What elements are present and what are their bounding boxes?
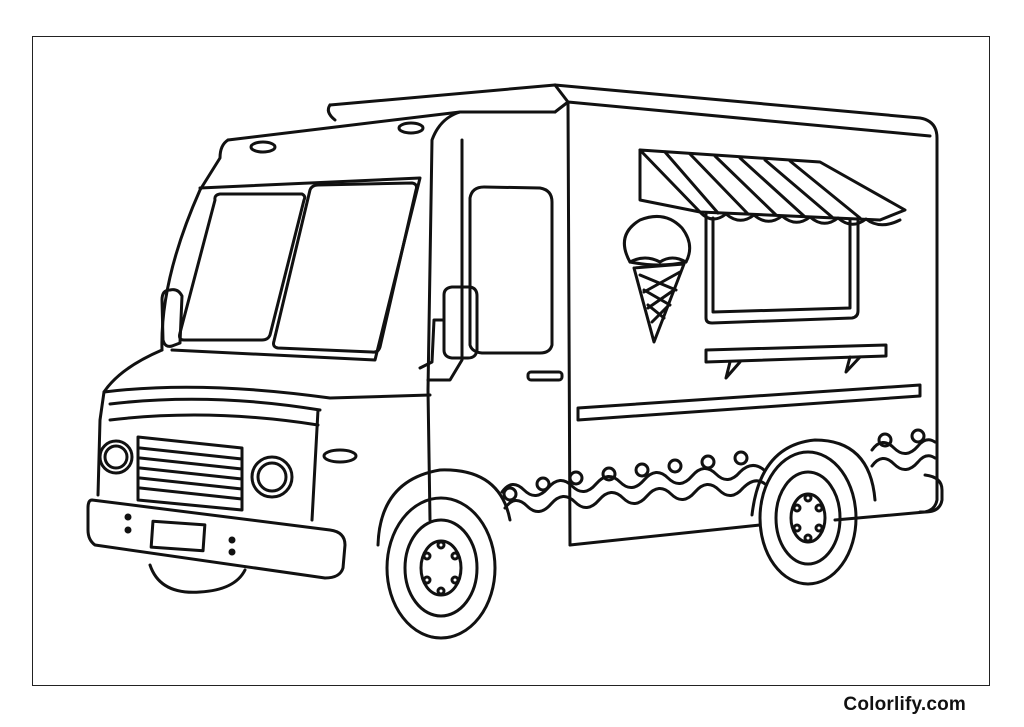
serving-window [706,214,858,323]
awning [640,150,905,225]
brand-watermark: Colorlify.com [843,694,966,715]
cargo-box [328,85,942,545]
front-wheel-left [150,565,245,592]
rear-wheel [752,440,875,584]
front-grille [138,437,242,510]
headlight-right [252,457,292,497]
front-wheel [378,470,510,638]
ice-cream-cone-icon [624,216,689,342]
counter-shelf [706,345,886,378]
headlight-left [100,441,132,473]
page-border [32,36,990,686]
front-bumper [88,500,345,578]
side-trim [578,385,920,420]
decorative-wave [502,430,935,512]
cab [98,102,568,520]
